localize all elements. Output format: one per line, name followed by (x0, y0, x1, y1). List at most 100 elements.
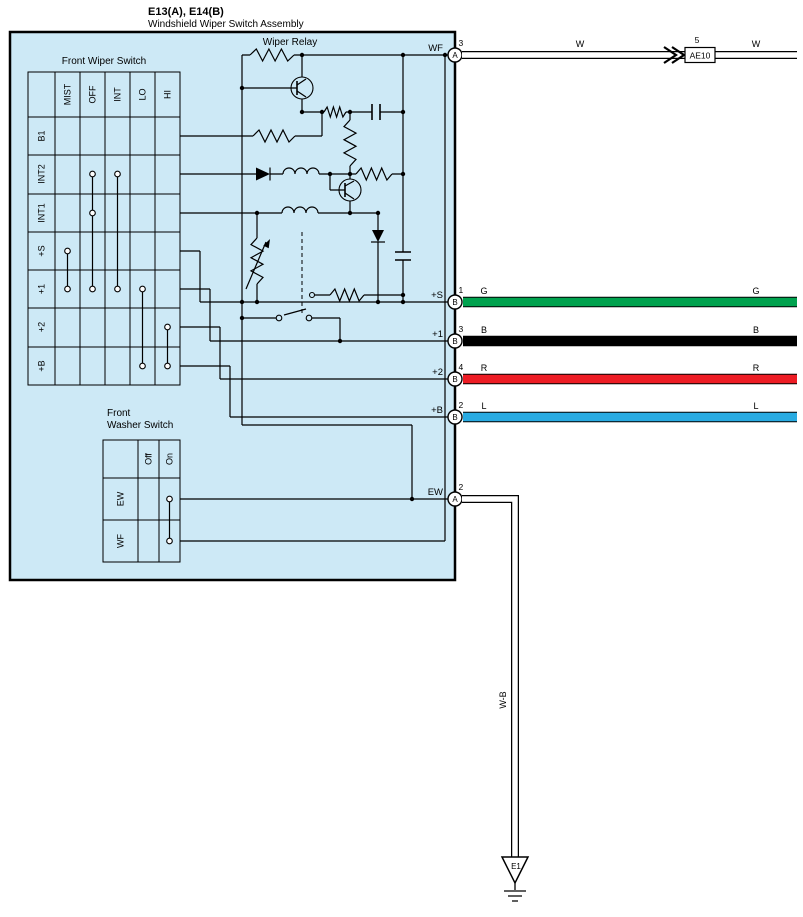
terminal-2-connector-letter: B (452, 375, 457, 384)
terminal-s-pin: 1 (459, 285, 464, 295)
terminal-2: +2 4 B (432, 362, 464, 387)
s-wire: G G (463, 286, 797, 308)
transistor (338, 178, 362, 202)
terminal-ew-pin: 2 (459, 482, 464, 492)
terminal-b-pin: 2 (459, 400, 464, 410)
junction-dots (239, 52, 448, 502)
variable-resistor (245, 237, 270, 290)
plusb-wire-color-left: L (481, 401, 486, 411)
terminal-s-connector-letter: B (452, 298, 457, 307)
wf-wire-color-left: W (576, 39, 585, 49)
junction-connector-code: AE10 (690, 51, 711, 61)
wiper-col-off: OFF (88, 85, 98, 103)
ground-point-label: E1 (511, 862, 521, 871)
washer-row-wf: WF (116, 534, 126, 548)
terminal-ew-label: EW (428, 487, 443, 498)
plus2-wire-color-right: R (753, 363, 760, 373)
resistor (323, 105, 347, 119)
washer-table-gridlines (103, 440, 180, 562)
resistor (252, 128, 296, 144)
junction-connector-pin: 5 (695, 35, 700, 45)
terminal-s-connector (447, 294, 463, 310)
relay-wiring (180, 54, 448, 499)
washer-switch-contacts (166, 495, 173, 545)
resistor (249, 47, 295, 63)
terminal-wf-label: WF (428, 43, 443, 54)
wiper-row-int2: INT2 (37, 164, 47, 184)
wiper-col-lo: LO (138, 88, 148, 100)
terminal-2-label: +2 (432, 367, 443, 378)
wiper-relay-circuit: Wiper Relay (180, 37, 448, 502)
washer-table-border (102, 439, 181, 563)
wf-wire: W W AE10 5 (462, 35, 797, 64)
washer-col-off: Off (144, 453, 154, 465)
front-wiper-switch-label: Front Wiper Switch (62, 56, 146, 67)
terminals: WF 3 A +S 1 B +1 3 B +2 4 B +B 2 B (428, 38, 464, 507)
diode (256, 167, 271, 181)
terminal-2-pin: 4 (459, 362, 464, 372)
wiper-row-1: +1 (37, 284, 47, 294)
coil (281, 206, 319, 214)
wiper-table-gridlines (28, 72, 180, 385)
junction-connector-box (684, 46, 716, 64)
wiper-col-hi: HI (163, 90, 173, 99)
ew-wire-color-label: W-B (498, 691, 508, 708)
plus1-wire-color-right: B (753, 325, 759, 335)
wiper-row-b: +B (37, 360, 47, 371)
wiper-row-int1: INT1 (37, 203, 47, 223)
inline-connector-arrows (663, 46, 686, 64)
ground-triangle (500, 856, 530, 885)
front-wiper-switch-table: Front Wiper Switch MIST OFF INT LO HI B1… (27, 56, 181, 386)
transistor (290, 76, 314, 100)
ground-hatch (504, 883, 526, 902)
wiper-relay-label: Wiper Relay (263, 37, 317, 48)
front-washer-switch-label-1: Front (107, 408, 131, 419)
ew-ground-wire: W-B (462, 495, 519, 858)
plus1-wire-color-left: B (481, 325, 487, 335)
wiper-switch-contacts (64, 170, 171, 370)
plusb-wire-color-right: L (753, 401, 758, 411)
terminal-ew-connector-letter: A (452, 495, 458, 504)
ground-symbol: E1 (500, 856, 530, 902)
terminal-wf-pin: 3 (459, 38, 464, 48)
capacitor (395, 251, 411, 261)
washer-row-ew: EW (116, 491, 126, 506)
terminal-ew: EW 2 A (428, 482, 464, 507)
washer-col-on: On (165, 453, 175, 465)
resistor (355, 166, 393, 182)
resistor (329, 287, 365, 303)
terminal-b-connector-letter: B (452, 413, 457, 422)
terminal-1-connector-letter: B (452, 337, 457, 346)
assembly-code: E13(A), E14(B) (148, 6, 224, 18)
terminal-s: +S 1 B (431, 285, 464, 310)
terminal-1-pin: 3 (459, 324, 464, 334)
terminal-b-label: +B (431, 405, 443, 416)
wiper-row-2: +2 (37, 322, 47, 332)
plus2-wire: R R (463, 363, 797, 385)
external-wires: W W AE10 5 G G B B R R (462, 35, 797, 858)
internal-terminal-routes (180, 55, 448, 542)
terminal-b: +B 2 B (431, 400, 464, 425)
front-washer-switch-label-2: Washer Switch (107, 420, 173, 431)
wiper-col-mist: MIST (63, 83, 73, 105)
terminal-1: +1 3 B (432, 324, 464, 349)
front-washer-switch-table: Front Washer Switch Off On EW WF (102, 408, 181, 563)
s-wire-color-left: G (480, 286, 487, 296)
terminal-wf-connector-letter: A (452, 51, 458, 60)
wiper-row-b1: B1 (37, 130, 47, 141)
wiper-table-border (27, 71, 181, 386)
wiper-col-int: INT (113, 87, 123, 102)
coil (282, 167, 320, 175)
plus1-wire: B B (463, 325, 797, 347)
terminal-s-label: +S (431, 290, 443, 301)
assembly-name: Windshield Wiper Switch Assembly (148, 19, 304, 30)
s-wire-color-right: G (752, 286, 759, 296)
wiper-row-s: +S (37, 245, 47, 256)
terminal-1-connector (447, 333, 463, 349)
terminal-2-connector (447, 371, 463, 387)
switch-assembly-box (8, 30, 457, 582)
plusb-wire: L L (463, 401, 797, 423)
terminal-1-label: +1 (432, 329, 443, 340)
